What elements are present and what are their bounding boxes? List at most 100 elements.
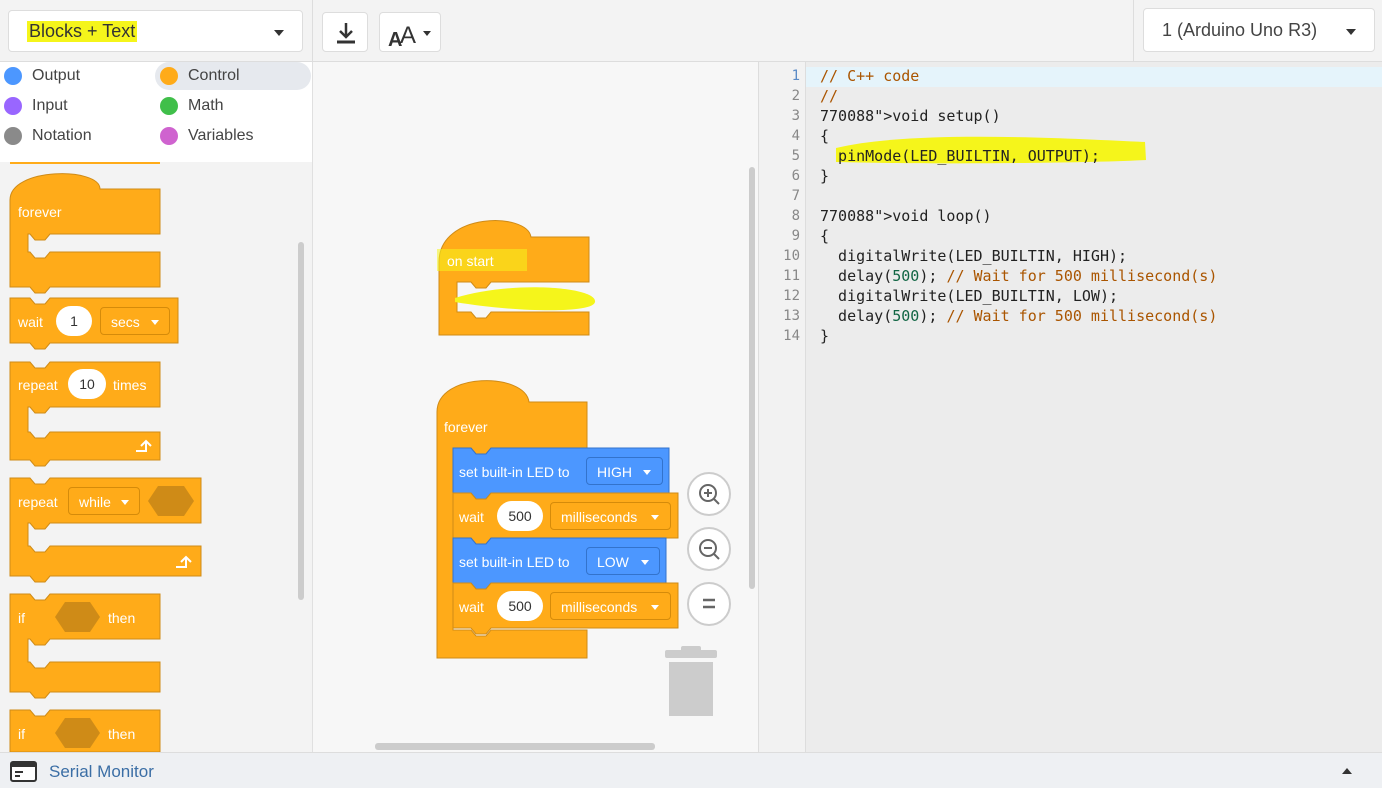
repeat-label: repeat (18, 377, 58, 393)
wait-label: wait (18, 314, 43, 330)
chevron-down-icon (151, 320, 159, 325)
if-label-2: if (18, 726, 25, 742)
line-number: 13 (783, 308, 800, 324)
chevron-down-icon (651, 515, 659, 520)
board-dropdown-label: 1 (Arduino Uno R3) (1162, 20, 1318, 40)
code-line: delay(500); // Wait for 500 millisecond(… (820, 307, 1218, 325)
font-size-button[interactable]: A A (379, 12, 441, 52)
line-number: 9 (791, 228, 800, 244)
category-notation[interactable]: Notation (4, 122, 144, 150)
line-number: 4 (791, 128, 800, 144)
code-line: 770088">void loop() (820, 207, 992, 225)
if-label: if (18, 610, 25, 626)
workspace-shapes (375, 167, 755, 750)
variables-dot-icon (160, 127, 178, 145)
repeat-while-label: repeat (18, 494, 58, 510)
svg-text:A: A (400, 22, 416, 49)
chevron-up-icon[interactable] (1340, 766, 1354, 776)
code-line: // (820, 87, 839, 105)
highlight-marks (836, 136, 1146, 164)
category-math[interactable]: Math (160, 92, 300, 120)
wait-unit-label: milliseconds (561, 599, 638, 615)
high-label: HIGH (597, 464, 632, 480)
category-menu: Output Control Input Math Notation Varia… (0, 62, 312, 162)
font-size-icon: A A (388, 22, 431, 51)
category-label: Math (188, 97, 224, 114)
svg-text:A: A (388, 29, 402, 51)
wait-value-input[interactable]: 500 (497, 591, 543, 621)
wait-label: wait (459, 599, 484, 615)
set-led-label: set built-in LED to (459, 464, 570, 480)
while-label: while (79, 494, 111, 510)
trash-icon (665, 646, 717, 716)
wait-value-input[interactable]: 500 (497, 501, 543, 531)
board-dropdown[interactable]: 1 (Arduino Uno R3) (1143, 8, 1375, 52)
code-line: pinMode(LED_BUILTIN, OUTPUT); (820, 147, 1100, 165)
line-number: 11 (783, 268, 800, 284)
line-number: 2 (791, 88, 800, 104)
chevron-down-icon (643, 470, 651, 475)
line-number: 14 (783, 328, 800, 344)
line-number: 1 (791, 68, 800, 84)
line-number: 8 (791, 208, 800, 224)
category-input[interactable]: Input (4, 92, 144, 120)
code-line: delay(500); // Wait for 500 millisecond(… (820, 267, 1218, 285)
repeat-count-input[interactable]: 10 (68, 369, 106, 399)
wait-unit-dropdown[interactable]: milliseconds (550, 592, 671, 620)
category-output[interactable]: Output (4, 62, 144, 90)
serial-monitor-icon (10, 761, 37, 782)
block-workspace[interactable]: on start forever set built-in LED to HIG… (312, 62, 759, 752)
code-line: } (820, 167, 830, 185)
forever-label: forever (444, 419, 488, 435)
zoom-in-icon (699, 484, 720, 505)
code-line: digitalWrite(LED_BUILTIN, HIGH); (820, 247, 1128, 265)
category-variables[interactable]: Variables (160, 122, 300, 150)
zoom-reset-button[interactable] (687, 582, 731, 626)
led-state-dropdown[interactable]: LOW (586, 547, 660, 575)
category-label: Variables (188, 127, 254, 144)
category-label: Output (32, 67, 81, 84)
category-label: Control (188, 67, 240, 84)
chevron-down-icon (651, 605, 659, 610)
category-label: Input (32, 97, 68, 114)
serial-monitor-bar[interactable]: Serial Monitor (0, 752, 1382, 788)
led-state-dropdown[interactable]: HIGH (586, 457, 663, 485)
line-number: 12 (783, 288, 800, 304)
code-line: 770088">void setup() (820, 107, 1001, 125)
serial-monitor-label: Serial Monitor (49, 762, 154, 781)
wait-unit-dropdown[interactable]: milliseconds (550, 502, 671, 530)
mode-dropdown[interactable]: Blocks + Text (8, 10, 303, 52)
code-line: { (820, 227, 830, 245)
then-label-2: then (108, 726, 136, 742)
then-label: then (108, 610, 136, 626)
zoom-out-button[interactable] (687, 527, 731, 571)
forever-label: forever (18, 204, 62, 220)
category-label: Notation (32, 127, 92, 144)
wait-unit-dropdown[interactable]: secs (100, 307, 170, 335)
input-dot-icon (4, 97, 22, 115)
line-number: 10 (783, 248, 800, 264)
zoom-out-icon (699, 539, 720, 560)
code-line: { (820, 127, 830, 145)
block-palette: forever wait 1 secs repeat 10 times repe… (0, 162, 312, 752)
download-button[interactable] (322, 12, 368, 52)
wait-unit-label: secs (111, 314, 140, 330)
chevron-down-icon (1346, 29, 1356, 35)
notation-dot-icon (4, 127, 22, 145)
wait-value-input[interactable]: 1 (56, 306, 92, 336)
set-led-label: set built-in LED to (459, 554, 570, 570)
line-number: 5 (791, 148, 800, 164)
category-control[interactable]: Control (155, 62, 311, 90)
while-dropdown[interactable]: while (68, 487, 140, 515)
control-dot-icon (160, 67, 178, 85)
download-icon (337, 23, 355, 44)
on-start-label: on start (447, 253, 494, 269)
output-dot-icon (4, 67, 22, 85)
line-number: 6 (791, 168, 800, 184)
line-number: 7 (791, 188, 800, 204)
zoom-in-button[interactable] (687, 472, 731, 516)
code-line: // C++ code (820, 67, 920, 85)
chevron-down-icon (641, 560, 649, 565)
